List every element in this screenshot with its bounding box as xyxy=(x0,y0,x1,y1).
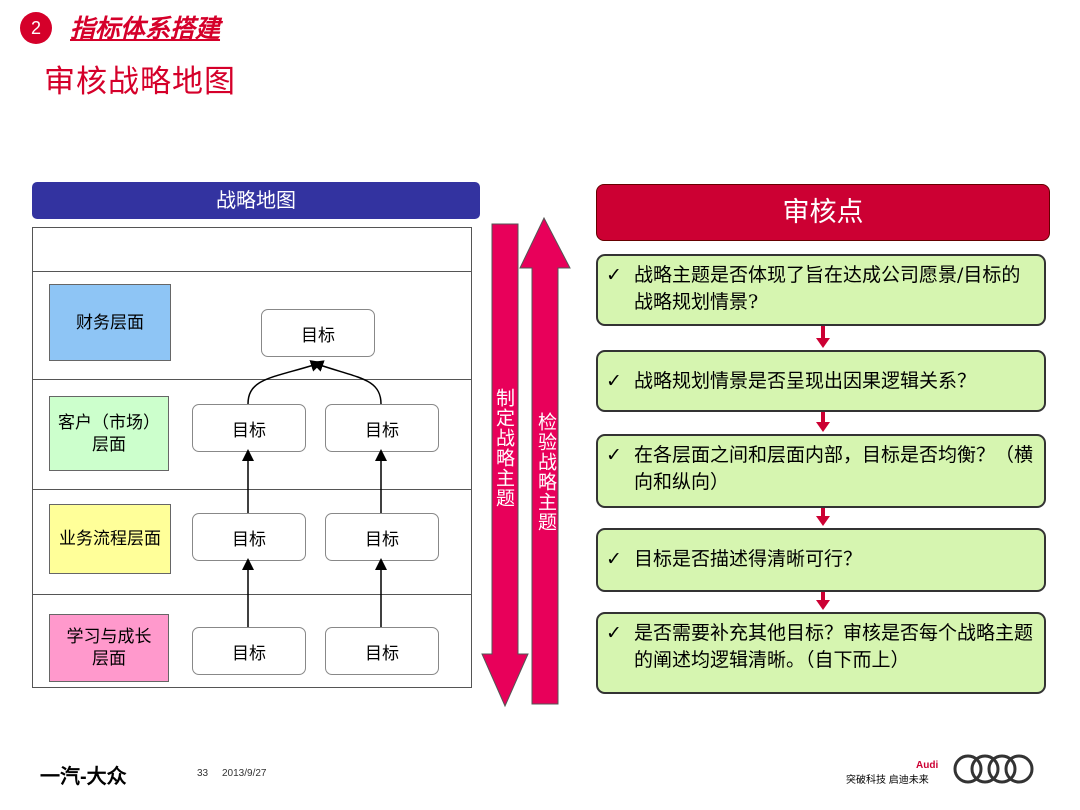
divider xyxy=(33,489,471,490)
goal-learning-2: 目标 xyxy=(325,627,439,675)
check-icon: ✓ xyxy=(606,264,622,286)
down-arrow-label: 制定战略主题 xyxy=(493,388,515,508)
layer-finance: 财务层面 xyxy=(49,284,171,361)
direction-arrows xyxy=(481,216,571,708)
goal-process-2: 目标 xyxy=(325,513,439,561)
slogan: 突破科技 启迪未来 xyxy=(846,775,929,786)
layer-process: 业务流程层面 xyxy=(49,504,171,574)
up-arrow xyxy=(519,216,571,705)
down-arrow xyxy=(481,223,529,708)
layer-learning: 学习与成长层面 xyxy=(49,614,169,682)
goal-finance: 目标 xyxy=(261,309,375,357)
goal-learning-1: 目标 xyxy=(192,627,306,675)
divider xyxy=(33,271,471,272)
goal-customer-2: 目标 xyxy=(325,404,439,452)
review-item: ✓ 在各层面之间和层面内部，目标是否均衡？（横向和纵向） xyxy=(596,434,1046,508)
layer-customer: 客户（市场）层面 xyxy=(49,396,169,471)
check-icon: ✓ xyxy=(606,548,622,570)
section-number-badge: 2 xyxy=(20,12,52,44)
page-number: 33 xyxy=(197,768,209,779)
check-icon: ✓ xyxy=(606,370,622,392)
divider xyxy=(33,379,471,380)
review-item-text: 战略主题是否体现了旨在达成公司愿景/目标的战略规划情景? xyxy=(634,264,1021,313)
goal-customer-1: 目标 xyxy=(192,404,306,452)
brand-name: Audi xyxy=(916,760,939,771)
review-flow-arrows xyxy=(816,326,830,610)
date: 2013/9/27 xyxy=(222,768,267,779)
review-item-text: 在各层面之间和层面内部，目标是否均衡？（横向和纵向） xyxy=(634,444,1034,493)
up-arrow-label: 检验战略主题 xyxy=(535,412,557,532)
review-header: 审核点 xyxy=(596,184,1050,241)
divider xyxy=(33,594,471,595)
strategy-map-header: 战略地图 xyxy=(32,182,480,219)
review-item: ✓ 战略主题是否体现了旨在达成公司愿景/目标的战略规划情景? xyxy=(596,254,1046,326)
review-item-text: 目标是否描述得清晰可行？ xyxy=(634,548,863,570)
check-icon: ✓ xyxy=(606,444,622,466)
goal-process-1: 目标 xyxy=(192,513,306,561)
company-logo: 一汽-大众 xyxy=(40,766,127,788)
strategy-map-panel: 财务层面 客户（市场）层面 业务流程层面 学习与成长层面 目标 目标 目标 目标… xyxy=(32,227,472,688)
section-title: 指标体系搭建 xyxy=(70,14,221,43)
review-item-text: 战略规划情景是否呈现出因果逻辑关系？ xyxy=(634,370,977,392)
review-item: ✓ 是否需要补充其他目标？审核是否每个战略主题的阐述均逻辑清晰。（自下而上） xyxy=(596,612,1046,694)
review-item: ✓ 目标是否描述得清晰可行？ xyxy=(596,528,1046,592)
review-item: ✓ 战略规划情景是否呈现出因果逻辑关系？ xyxy=(596,350,1046,412)
review-item-text: 是否需要补充其他目标？审核是否每个战略主题的阐述均逻辑清晰。（自下而上） xyxy=(634,622,1034,671)
page-title: 审核战略地图 xyxy=(44,64,236,100)
check-icon: ✓ xyxy=(606,622,622,644)
audi-rings-icon xyxy=(953,754,1034,784)
